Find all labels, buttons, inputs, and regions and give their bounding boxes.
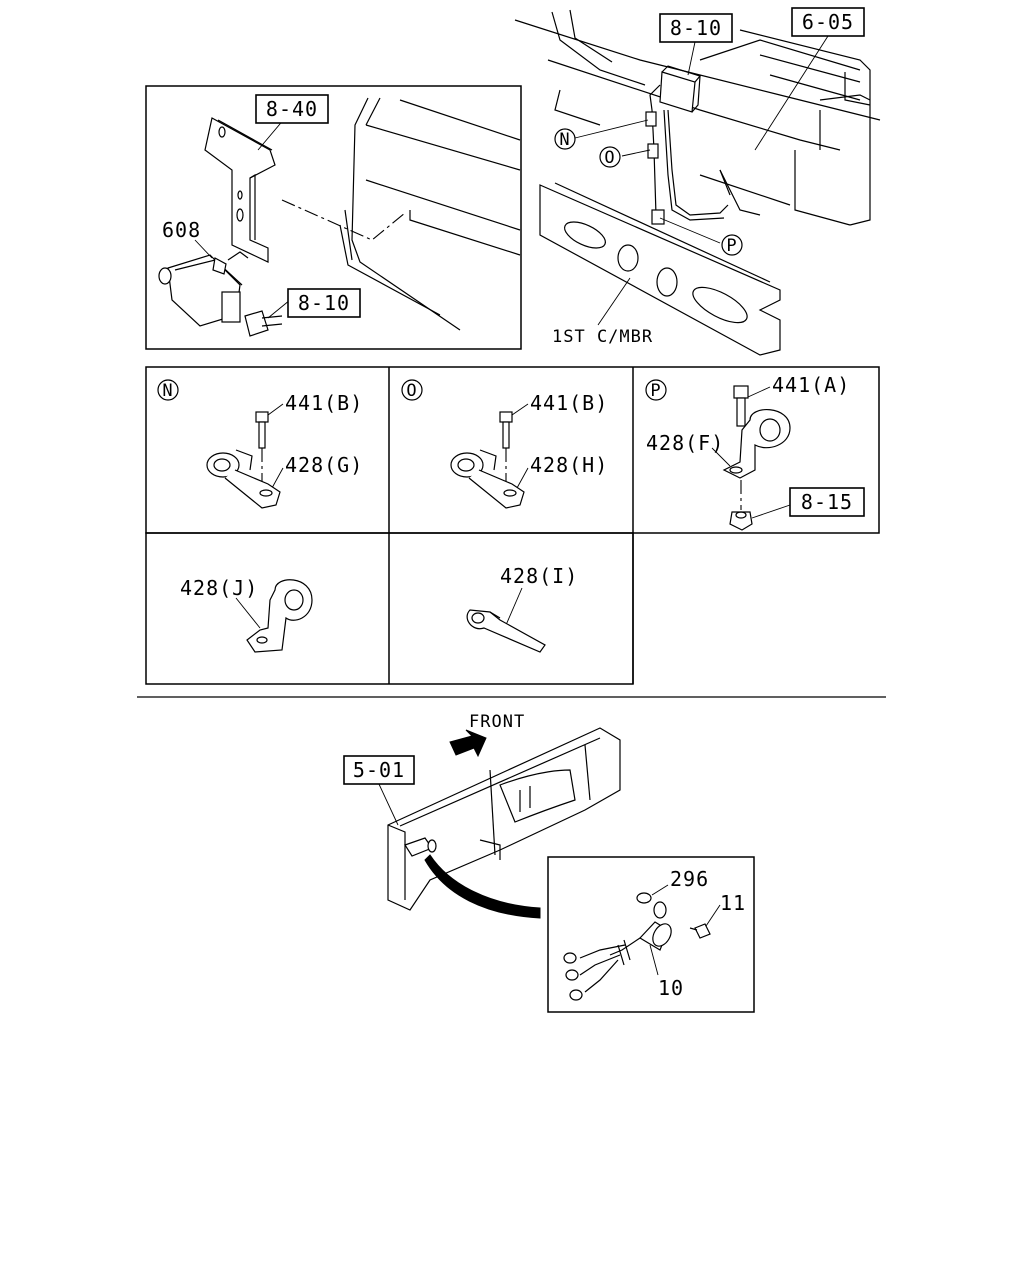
inset-drawing	[158, 97, 521, 337]
svg-text:N: N	[559, 130, 570, 150]
detail-n: N 441(B) 428(G)	[157, 379, 363, 509]
svg-text:P: P	[726, 236, 737, 256]
front-arrow	[449, 729, 487, 758]
detail-i-clip: 428(I)	[500, 564, 578, 588]
marker-n-top: N	[554, 128, 576, 150]
detail-grid	[145, 366, 880, 685]
callout-6-05: 6-05	[791, 7, 865, 37]
detail-i: 428(I)	[466, 564, 578, 653]
callout-8-10-top: 8-10	[659, 13, 733, 43]
part-10-label: 10	[658, 976, 684, 1000]
frame-ref-label: 5-01	[353, 758, 405, 782]
svg-text:O: O	[604, 148, 615, 168]
detail-p: P 441(A) 428(F) 8-15	[645, 373, 865, 531]
callout-8-40-text: 8-40	[266, 97, 318, 121]
callout-6-05-text: 6-05	[802, 10, 854, 34]
detail-o: O 441(B) 428(H)	[401, 379, 608, 509]
callout-8-10-inset: 8-10	[287, 288, 361, 318]
part-11-label: 11	[720, 891, 746, 915]
detail-o-marker: O	[406, 381, 417, 401]
frame-view: FRONT 5-01	[343, 712, 755, 1013]
crossmember-label: 1ST C/MBR	[552, 327, 653, 347]
cab-crossmember-view	[514, 9, 881, 356]
marker-o-top: O	[599, 146, 621, 168]
callout-8-40: 8-40	[255, 94, 329, 124]
inset-frame	[145, 85, 522, 350]
front-label: FRONT	[469, 712, 525, 732]
detail-n-clip: 428(G)	[285, 453, 363, 477]
detail-j-clip: 428(J)	[180, 576, 258, 600]
part-608-label: 608	[162, 218, 201, 242]
detail-o-bolt: 441(B)	[530, 391, 608, 415]
detail-o-clip: 428(H)	[530, 453, 608, 477]
callout-8-10-inset-text: 8-10	[298, 291, 350, 315]
detail-p-clip: 428(F)	[646, 431, 724, 455]
part-296-label: 296	[670, 867, 709, 891]
marker-p-top: P	[721, 234, 743, 256]
detail-p-marker: P	[650, 381, 661, 401]
detail-p-nut: 8-15	[801, 490, 853, 514]
detail-n-bolt: 441(B)	[285, 391, 363, 415]
callout-8-10-top-text: 8-10	[670, 16, 722, 40]
detail-n-marker: N	[162, 381, 173, 401]
detail-j: 428(J)	[180, 576, 313, 653]
detail-p-bolt: 441(A)	[772, 373, 850, 397]
